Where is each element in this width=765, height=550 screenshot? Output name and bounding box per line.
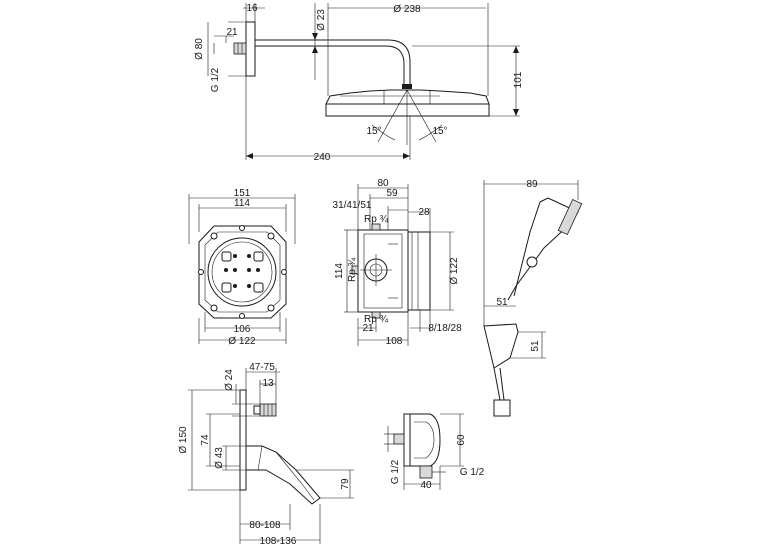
dim-diameter: Ø 122 [449, 257, 460, 285]
mixer-lever [246, 445, 321, 505]
dim-thread-right: G 1/2 [460, 467, 485, 478]
dim-tilt-left: 15° [366, 126, 381, 137]
dim-bottom-width: 108 [386, 336, 403, 347]
head-shower-view: 16 21 Ø 238 Ø 23 Ø 80 G 1/2 240 101 15° … [194, 3, 524, 163]
dim-range-47-75: 47-75 [249, 362, 275, 373]
dim-outlet-depth: 40 [420, 480, 432, 491]
wall-outlet-view: 60 G 1/2 G 1/2 40 [384, 413, 485, 491]
dim-74: 74 [200, 434, 211, 446]
dim-bottom-diameter: Ø 122 [228, 336, 256, 347]
dim-rosette-diameter: Ø 80 [194, 38, 205, 60]
dim-range-8-18-28: 8/18/28 [428, 323, 462, 334]
dim-thread-left: G 1/2 [390, 459, 401, 484]
dim-range-80-108: 80-108 [249, 520, 281, 531]
hand-shower-view: 89 51 51 [483, 179, 583, 417]
dim-arm-length: 240 [314, 152, 331, 163]
label-port-bottom: Rp ¾ [364, 314, 389, 325]
dim-bottom-inner: 106 [234, 324, 251, 335]
wall-holder [483, 323, 519, 369]
mounting-holes [198, 225, 287, 319]
dim-offset-13: 13 [262, 378, 274, 389]
dim-height: 114 [334, 263, 345, 279]
dim-range-108-136: 108-136 [260, 536, 297, 545]
dim-offset-21: 21 [362, 323, 374, 334]
dim-lever-diameter: Ø 43 [214, 447, 225, 469]
dim-head-drop: 101 [513, 71, 524, 88]
rough-in-octagon [198, 225, 287, 319]
dim-outlet-diameter: Ø 24 [224, 369, 235, 391]
dim-thread: G 1/2 [210, 67, 221, 92]
dim-rosette-diameter-150: Ø 150 [178, 426, 189, 454]
hose-connector [493, 399, 511, 417]
dim-depth-28: 28 [418, 207, 430, 218]
dim-head-diameter: Ø 238 [393, 4, 421, 15]
wall-rosette [245, 21, 256, 77]
dim-total-depth: 80 [377, 178, 389, 189]
outlet-connector [419, 465, 433, 479]
hand-shower-button [526, 256, 538, 268]
shower-arm [255, 39, 411, 84]
dim-outlet-height: 60 [456, 434, 467, 446]
dim-outer-width: 151 [234, 188, 251, 199]
dim-holder-height: 51 [530, 340, 541, 352]
mixer-view: 47-75 Ø 24 13 Ø 150 74 Ø 43 79 80-108 10… [178, 362, 354, 547]
dim-height-79: 79 [340, 478, 351, 490]
dim-hand-shower-height: 89 [526, 179, 538, 190]
dim-arm-tube-diameter: Ø 23 [316, 9, 327, 31]
rough-in-ring [207, 237, 277, 307]
rough-in-front-view: 151 114 106 Ø 122 [188, 188, 296, 347]
dim-depth-59: 59 [386, 188, 398, 199]
thread-connector [233, 42, 247, 55]
rough-in-side-view: 80 59 31/41/51 28 Rp ¾ Rp ¾ Rp ¾ 114 Ø 1… [333, 178, 463, 347]
dim-hand-shower-depth: 51 [496, 297, 508, 308]
outlet-plate [403, 413, 411, 467]
outlet-body [410, 413, 441, 467]
shower-head-plate [325, 89, 490, 105]
label-port-top: Rp ¾ [364, 214, 389, 225]
mixer-rosette [239, 389, 247, 491]
dim-tilt-right: 15° [432, 126, 447, 137]
dim-inner-width: 114 [234, 198, 250, 209]
label-port-side: Rp ¾ [347, 257, 358, 282]
dim-arm-offset: 21 [226, 27, 238, 38]
dim-depth-options: 31/41/51 [333, 200, 372, 211]
dim-rosette-depth: 16 [246, 3, 258, 14]
